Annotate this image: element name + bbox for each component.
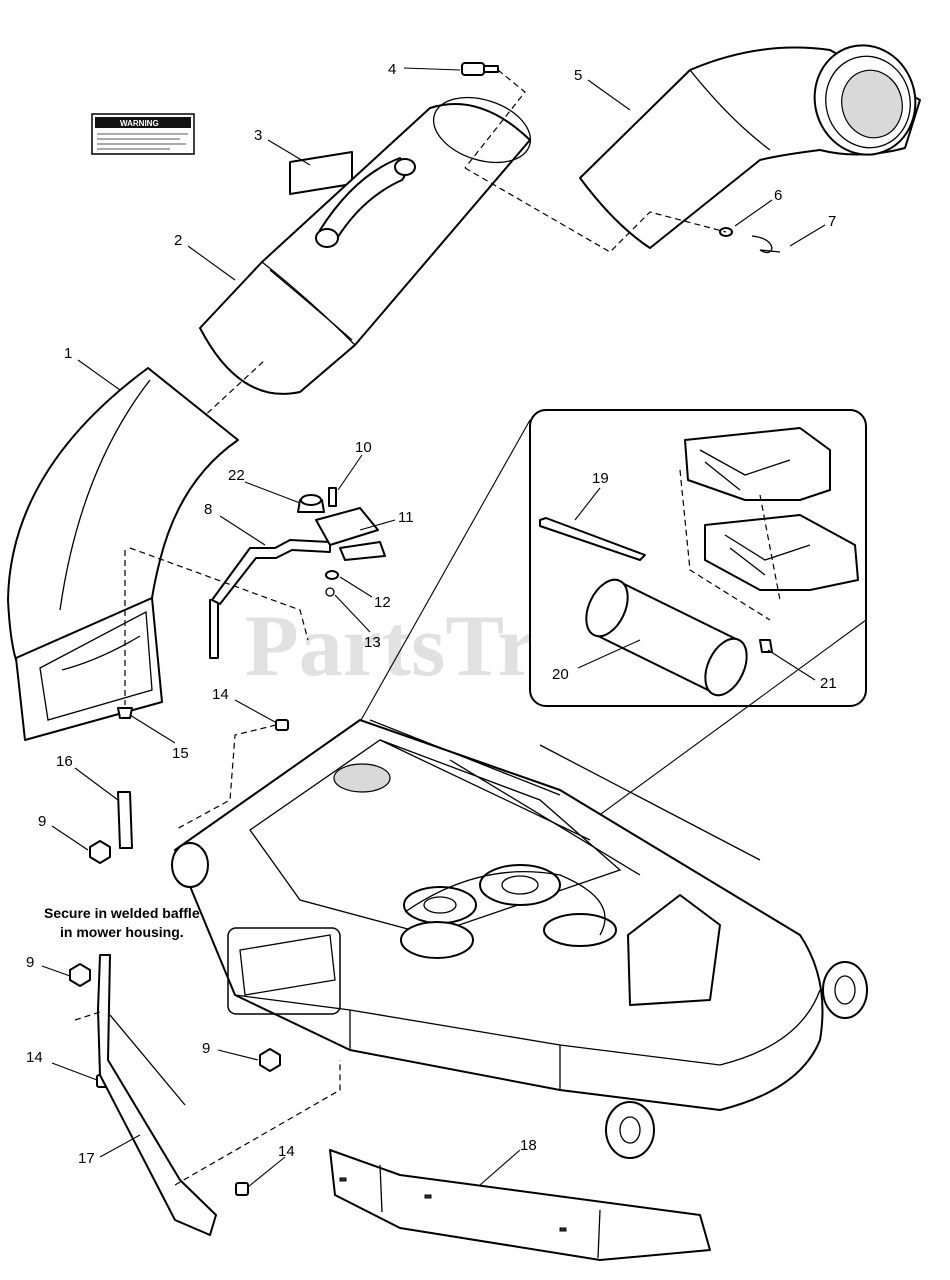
- bushing-part-22: [297, 494, 325, 513]
- assembly-line-deck-left: [174, 724, 277, 831]
- screw-part-10: [328, 487, 337, 507]
- callout-12: 12: [374, 594, 391, 611]
- callout-18: 18: [520, 1137, 537, 1154]
- lower-chute: [7, 367, 239, 741]
- nut-part-9-lower: [259, 1048, 281, 1072]
- callout-6: 6: [774, 187, 782, 204]
- assembly-note-line-1: Secure in welded baffle: [44, 905, 200, 921]
- callout-14-upper: 14: [212, 686, 229, 703]
- callout-19: 19: [592, 470, 609, 487]
- front-wheel-right: [822, 961, 868, 1019]
- callout-14-lower: 14: [278, 1143, 295, 1160]
- callout-11: 11: [398, 509, 414, 526]
- front-wheel-left: [171, 842, 209, 888]
- roller-bracket-lower: [704, 514, 859, 591]
- nut-part-9-middle: [69, 963, 91, 987]
- callout-3: 3: [254, 127, 262, 144]
- roller-bracket-upper: [684, 427, 831, 501]
- assembly-line-upper-a: [464, 69, 526, 169]
- callout-4: 4: [388, 61, 396, 78]
- callout-20: 20: [552, 666, 569, 683]
- callout-1: 1: [64, 345, 72, 362]
- assembly-line-rod: [129, 547, 309, 641]
- callout-9-middle: 9: [26, 954, 34, 971]
- pulley-spindle-left: [400, 921, 474, 959]
- bracket-part-11: [315, 507, 386, 561]
- screw-part-14-lower: [235, 1182, 249, 1196]
- screw-part-15: [117, 550, 133, 719]
- callout-15: 15: [172, 745, 189, 762]
- mower-deck: [171, 719, 868, 1159]
- detail-inset: [529, 409, 867, 707]
- callout-16: 16: [56, 753, 73, 770]
- callout-5: 5: [574, 67, 582, 84]
- callout-9-lower: 9: [202, 1040, 210, 1057]
- front-shield-part-18: [329, 1149, 711, 1261]
- control-rod-part-8: [209, 539, 331, 659]
- callout-9-upper: 9: [38, 813, 46, 830]
- assembly-note: Secure in welded baffle in mower housing…: [44, 905, 200, 940]
- warning-decal: WARNING: [91, 113, 195, 155]
- callout-21: 21: [820, 675, 837, 692]
- callout-8: 8: [204, 501, 212, 518]
- callout-22: 22: [228, 467, 245, 484]
- assembly-line-upper-b: [464, 167, 727, 253]
- clip-part-21: [759, 639, 773, 653]
- hair-pin-part-7: [751, 235, 781, 254]
- chute-elbow-deflector: [579, 44, 921, 249]
- callout-7: 7: [828, 213, 836, 230]
- baffle-bracket-part-16: [117, 791, 133, 849]
- axle-rod-part-19: [539, 517, 646, 561]
- upper-chute-tube: [199, 96, 532, 395]
- leader-lines: [41, 67, 826, 1188]
- nut-part-9-upper: [89, 840, 111, 864]
- callout-10: 10: [355, 439, 372, 456]
- callout-13: 13: [364, 634, 381, 651]
- side-baffle-part-17: [74, 954, 341, 1236]
- callout-14-middle: 14: [26, 1049, 43, 1066]
- assembly-note-line-2: in mower housing.: [60, 924, 184, 940]
- rear-wheel: [605, 1101, 655, 1159]
- warning-decal-heading: WARNING: [120, 119, 159, 128]
- roller-part-20: [585, 578, 748, 697]
- screw-part-14-upper: [275, 719, 289, 731]
- assembly-line-upper-c: [199, 359, 266, 421]
- washer-part-12: [325, 570, 339, 580]
- callout-17: 17: [78, 1150, 95, 1167]
- clip-part-13: [325, 587, 335, 597]
- callouts: 1 2 3 4 5 6 7 8 9 9 9 10 11 12 13 14 14 …: [26, 61, 837, 1167]
- callout-2: 2: [174, 232, 182, 249]
- pulley-center: [479, 864, 561, 906]
- pulley-right: [543, 913, 617, 947]
- bolt-part-4: [461, 62, 499, 76]
